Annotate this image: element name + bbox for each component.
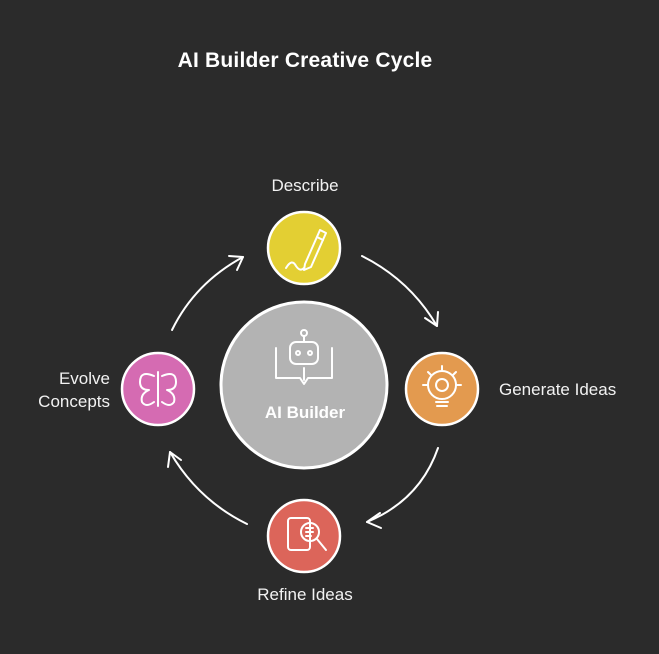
arrow-generate-to-refine-head xyxy=(366,512,382,529)
arrow-refine-to-evolve xyxy=(169,451,248,525)
center-node xyxy=(219,300,389,470)
refine-circle xyxy=(266,498,342,574)
arrow-generate-to-refine xyxy=(366,447,439,523)
step-refine-node xyxy=(266,498,342,574)
describe-circle xyxy=(266,210,342,286)
step-evolve-node xyxy=(120,351,196,427)
arrow-describe-to-generate-head xyxy=(424,311,439,327)
diagram-title: AI Builder Creative Cycle xyxy=(177,49,433,72)
center-label: AI Builder xyxy=(264,403,346,422)
step-label-evolve-concepts: Evolve Concepts xyxy=(38,369,110,411)
generate-circle xyxy=(404,351,480,427)
step-label-refine-ideas: Refine Ideas xyxy=(257,585,353,604)
step-describe-node xyxy=(266,210,342,286)
pen-icon xyxy=(285,229,327,271)
arrow-evolve-to-describe xyxy=(171,256,244,331)
butterfly-icon xyxy=(139,371,177,407)
document-magnifier-icon xyxy=(287,517,327,551)
arrow-evolve-to-describe-head xyxy=(228,255,244,271)
step-label-generate-ideas: Generate Ideas xyxy=(499,380,617,399)
step-generate-node xyxy=(404,351,480,427)
step-label-describe: Describe xyxy=(271,176,339,195)
arrow-describe-to-generate xyxy=(361,255,438,327)
arrow-refine-to-evolve-head xyxy=(167,451,182,468)
lightbulb-gear-icon xyxy=(422,365,462,407)
robot-book-icon xyxy=(275,329,333,385)
